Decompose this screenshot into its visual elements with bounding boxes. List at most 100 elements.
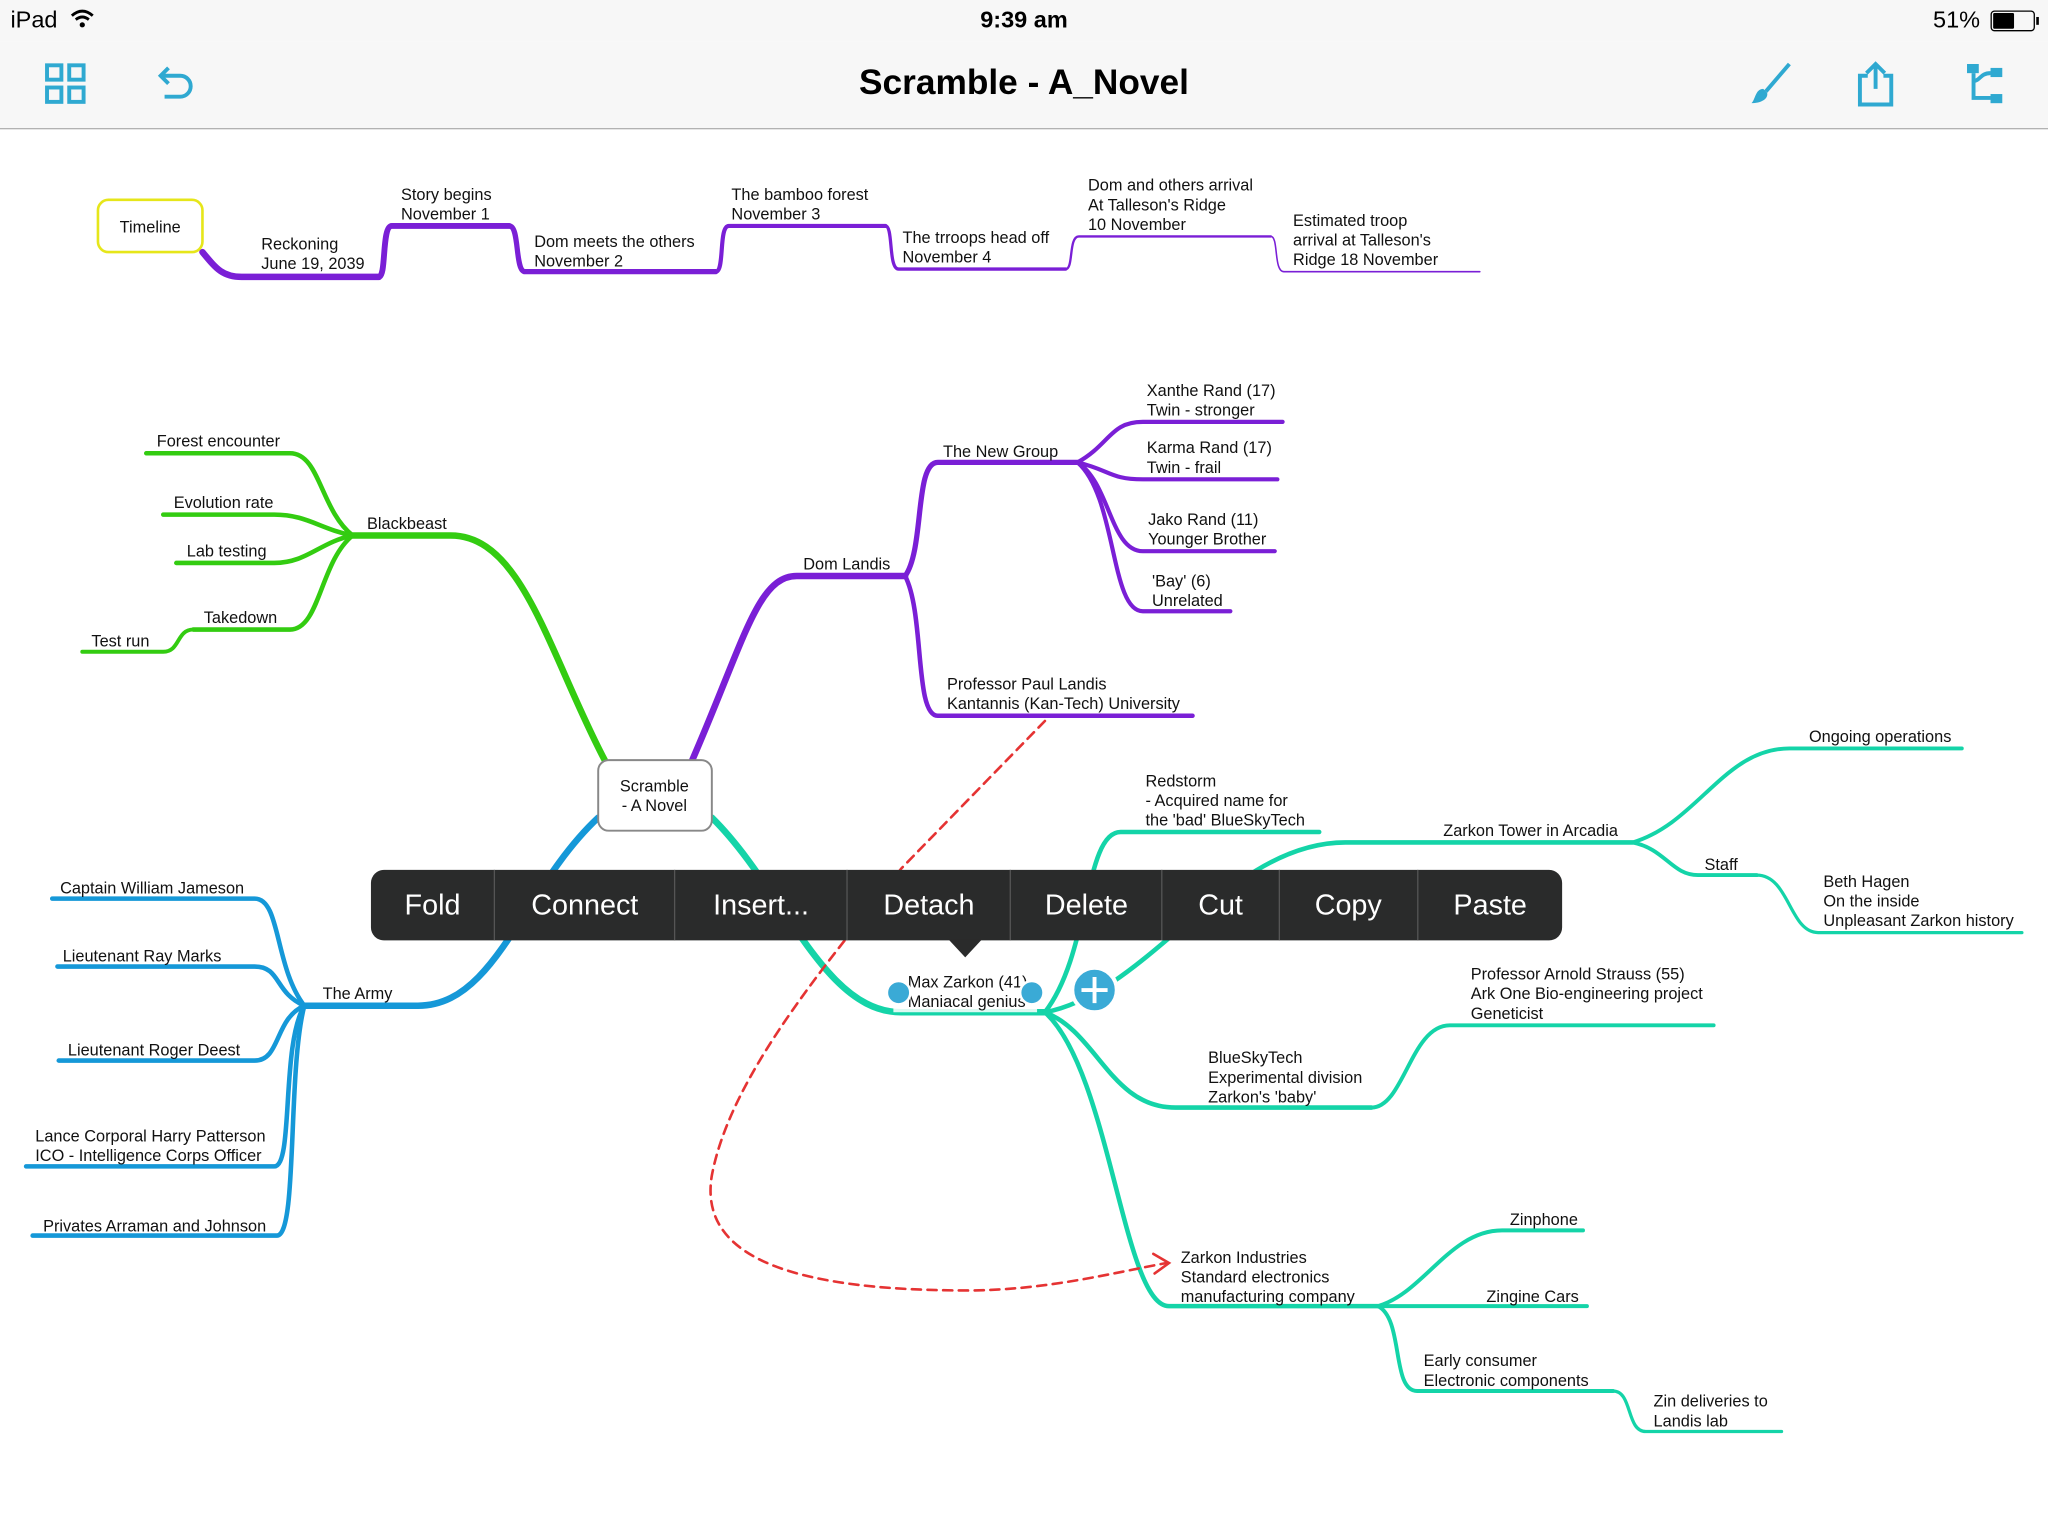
grid-view-icon[interactable] (42, 60, 89, 107)
node-zarkon-tower[interactable]: Zarkon Tower in Arcadia (1443, 822, 1619, 840)
node-evolution-rate[interactable]: Evolution rate (174, 494, 274, 512)
brush-icon[interactable] (1748, 60, 1795, 107)
node-text-line: Ark One Bio-engineering project (1471, 985, 1704, 1003)
selection-handle-left[interactable] (885, 979, 912, 1006)
node-text-line: Professor Paul Landis (947, 676, 1107, 694)
node-the-army[interactable]: The Army (323, 985, 394, 1003)
node-text-line: Dom meets the others (534, 233, 694, 251)
node-text-line: Story begins (401, 186, 492, 204)
node-member[interactable]: Xanthe Rand (17)Twin - stronger (1147, 382, 1276, 420)
node-professor-arnold[interactable]: Professor Arnold Strauss (55)Ark One Bio… (1471, 966, 1704, 1023)
node-text-line: November 4 (903, 249, 992, 267)
node-text-line: BlueSkyTech (1208, 1049, 1302, 1067)
node-zingine-cars[interactable]: Zingine Cars (1486, 1288, 1578, 1306)
node-new-group[interactable]: The New Group (943, 443, 1058, 461)
node-text-line: The bamboo forest (731, 186, 868, 204)
menu-copy[interactable]: Copy (1280, 869, 1419, 941)
node-text-line: Jako Rand (11) (1148, 511, 1258, 529)
undo-icon[interactable] (152, 60, 199, 107)
menu-delete[interactable]: Delete (1011, 869, 1163, 941)
node-max-zarkon-selected[interactable]: Max Zarkon (41) Maniacal genius (893, 967, 1038, 1013)
node-member[interactable]: Karma Rand (17) Twin - frail (1147, 439, 1272, 477)
menu-fold[interactable]: Fold (371, 869, 496, 941)
status-bar: iPad 9:39 am 51% (0, 0, 2048, 42)
battery-icon (1990, 10, 2039, 32)
node-text-line: Twin - frail (1147, 459, 1221, 477)
context-menu: Fold Connect Insert... Detach Delete Cut… (370, 869, 1563, 941)
node-text-line: Zarkon Industries (1181, 1249, 1307, 1267)
node-text-line: Younger Brother (1148, 531, 1267, 549)
node-text-line: Zin deliveries to (1654, 1393, 1768, 1411)
node-text-line: Xanthe Rand (17) (1147, 382, 1276, 400)
node-lab-testing[interactable]: Lab testing (187, 542, 267, 560)
central-node[interactable]: Scramble - A Novel (597, 759, 713, 832)
node-forest-encounter[interactable]: Forest encounter (157, 433, 281, 451)
node-blackbeast[interactable]: Blackbeast (367, 515, 447, 533)
nav-bar: Scramble - A_Novel (0, 41, 2048, 130)
node-text-line: arrival at Talleson's (1293, 232, 1431, 250)
node-test-run[interactable]: Test run (91, 633, 149, 651)
outline-tree-icon[interactable] (1962, 60, 2009, 107)
node-text-line: On the inside (1823, 892, 1919, 910)
node-army-member[interactable]: Lieutenant Roger Deest (68, 1041, 241, 1059)
menu-detach[interactable]: Detach (848, 869, 1012, 941)
node-army-member[interactable]: Lieutenant Ray Marks (63, 947, 222, 965)
node-ongoing-operations[interactable]: Ongoing operations (1809, 728, 1951, 746)
node-text-line: Karma Rand (17) (1147, 439, 1272, 457)
node-text-line: manufacturing company (1181, 1288, 1356, 1306)
node-text-line: Reckoning (261, 235, 338, 253)
menu-cut[interactable]: Cut (1163, 869, 1280, 941)
selection-handle-right[interactable] (1018, 979, 1045, 1006)
node-text-line: November 1 (401, 205, 490, 223)
node-text-line: Max Zarkon (41) (908, 973, 1028, 991)
add-child-button[interactable] (1070, 965, 1119, 1015)
menu-connect[interactable]: Connect (495, 869, 676, 941)
share-icon[interactable] (1852, 60, 1899, 107)
node-text-line: Professor Arnold Strauss (55) (1471, 966, 1685, 984)
node-staff[interactable]: Staff (1704, 856, 1738, 874)
connection-arrowhead-icon (1151, 1252, 1172, 1275)
node-army-member[interactable]: Privates Arraman and Johnson (43, 1218, 266, 1236)
clock: 9:39 am (980, 6, 1068, 33)
node-text-line: At Talleson's Ridge (1088, 196, 1226, 214)
node-text-line: Experimental division (1208, 1069, 1362, 1087)
node-dom-landis[interactable]: Dom Landis (803, 555, 890, 573)
node-army-member[interactable]: Captain William Jameson (60, 879, 244, 897)
timeline-node[interactable]: Timeline (96, 198, 204, 254)
node-text-line: November 3 (731, 205, 820, 223)
node-member[interactable]: 'Bay' (6)Unrelated (1152, 572, 1223, 610)
node-text-line: Twin - stronger (1147, 401, 1255, 419)
menu-insert[interactable]: Insert... (676, 869, 848, 941)
context-menu-pointer (948, 939, 983, 958)
connection-arrow[interactable] (709, 719, 1168, 1292)
timeline-label: Timeline (120, 218, 181, 236)
node-member[interactable]: Jako Rand (11) Younger Brother (1148, 511, 1267, 549)
node-takedown[interactable]: Takedown (204, 609, 277, 627)
dom-branches (688, 419, 1285, 764)
node-text-line: Dom and others arrival (1088, 177, 1253, 195)
node-text-line: Unpleasant Zarkon history (1823, 912, 2014, 930)
node-text-line: Ridge 18 November (1293, 251, 1439, 269)
node-zinphone[interactable]: Zinphone (1510, 1211, 1578, 1229)
node-text-line: 'Bay' (6) (1152, 572, 1211, 590)
page-title: Scramble - A_Novel (859, 62, 1189, 102)
menu-paste[interactable]: Paste (1453, 888, 1527, 921)
node-text-line: Maniacal genius (908, 993, 1026, 1011)
